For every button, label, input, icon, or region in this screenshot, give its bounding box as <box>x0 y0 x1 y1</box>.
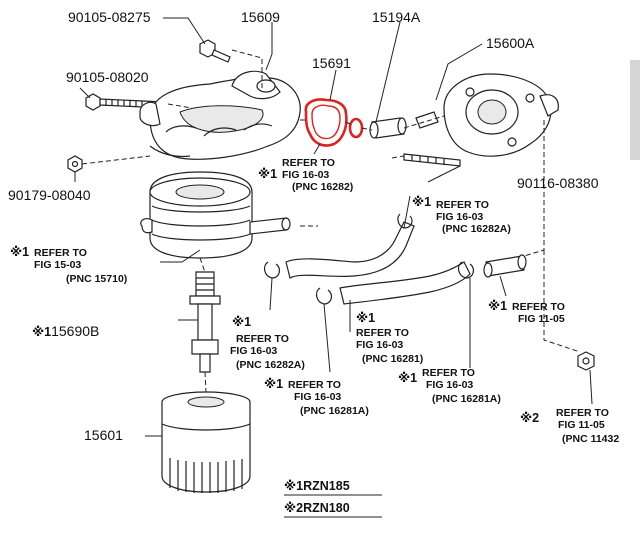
stud-90116-08380[interactable] <box>403 153 461 167</box>
svg-text:FIG 16-03: FIG 16-03 <box>294 391 341 403</box>
svg-text:REFER TO: REFER TO <box>356 327 409 339</box>
nut-90179-08040[interactable] <box>67 155 83 173</box>
cover-15600A[interactable] <box>415 73 559 157</box>
svg-text:FIG 16-03: FIG 16-03 <box>436 211 483 223</box>
hose-lower[interactable] <box>339 261 471 305</box>
union-pipe[interactable] <box>369 117 407 139</box>
svg-text:(PNC 16281A): (PNC 16281A) <box>432 393 501 405</box>
label-90105-08275[interactable]: 90105-08275 <box>68 9 151 25</box>
svg-text:REFER TO: REFER TO <box>556 407 609 419</box>
bolt-90105-08275[interactable] <box>199 39 231 63</box>
svg-text:(PNC 15710): (PNC 15710) <box>66 273 127 285</box>
svg-text:※1: ※1 <box>356 311 375 325</box>
svg-text:REFER TO: REFER TO <box>288 379 341 391</box>
label-15609[interactable]: 15609 <box>241 9 280 25</box>
svg-text:REFER TO: REFER TO <box>34 247 87 259</box>
refer-callout-2[interactable]: ※1 REFER TO FIG 16-03 (PNC 16282A) <box>412 195 511 235</box>
svg-text:FIG 15-03: FIG 15-03 <box>34 259 81 271</box>
svg-text:FIG 11-05: FIG 11-05 <box>558 419 605 431</box>
label-90179-08040[interactable]: 90179-08040 <box>8 187 91 203</box>
refer-callout-6[interactable]: ※1 REFER TO FIG 16-03 (PNC 16281) <box>356 311 423 365</box>
svg-text:FIG 16-03: FIG 16-03 <box>230 345 277 357</box>
oil-cooler[interactable] <box>140 171 291 259</box>
union-fitting[interactable] <box>483 254 527 278</box>
svg-text:※1: ※1 <box>398 371 417 385</box>
bracket-15609[interactable] <box>139 70 301 160</box>
svg-text:(PNC 11432: (PNC 11432 <box>562 433 619 445</box>
svg-text:※1: ※1 <box>412 195 431 209</box>
label-90116-08380[interactable]: 90116-08380 <box>517 175 599 191</box>
label-15601[interactable]: 15601 <box>84 427 123 443</box>
oil-filter-15601[interactable] <box>161 391 251 493</box>
label-15194A[interactable]: 15194A <box>372 9 421 25</box>
hose-upper[interactable] <box>285 221 415 279</box>
svg-text:※1: ※1 <box>264 377 283 391</box>
refer-callout-8[interactable]: ※1 REFER TO FIG 16-03 (PNC 16281A) <box>398 367 501 405</box>
label-15690B[interactable]: ※115690B <box>32 323 99 339</box>
svg-text:FIG 16-03: FIG 16-03 <box>356 339 403 351</box>
svg-text:REFER TO: REFER TO <box>436 199 489 211</box>
refer-callout-1[interactable]: ※1 REFER TO FIG 16-03 (PNC 16282) <box>258 157 353 193</box>
refer-callout-3[interactable]: ※1 REFER TO FIG 15-03 (PNC 15710) <box>10 245 127 285</box>
svg-text:REFER TO: REFER TO <box>282 157 335 169</box>
svg-text:※1: ※1 <box>488 299 507 313</box>
svg-text:※1: ※1 <box>258 167 277 181</box>
label-15691[interactable]: 15691 <box>312 55 351 71</box>
svg-text:FIG 11-05: FIG 11-05 <box>518 313 565 325</box>
label-15600A[interactable]: 15600A <box>486 35 535 51</box>
svg-text:(PNC 16282A): (PNC 16282A) <box>236 359 305 371</box>
svg-text:REFER TO: REFER TO <box>236 333 289 345</box>
model-notes: ※1RZN185 ※2RZN180 <box>284 479 382 518</box>
svg-text:REFER TO: REFER TO <box>512 301 565 313</box>
plug[interactable] <box>577 351 595 371</box>
note-rzn180: ※2RZN180 <box>284 501 350 515</box>
note-rzn185: ※1RZN185 <box>284 479 350 493</box>
label-90105-08020[interactable]: 90105-08020 <box>66 69 149 85</box>
svg-text:(PNC 16281A): (PNC 16281A) <box>300 405 369 417</box>
svg-text:(PNC 16282): (PNC 16282) <box>292 181 353 193</box>
ref-mark: ※1 <box>32 325 51 339</box>
refer-callout-4[interactable]: ※1 REFER TO FIG 11-05 <box>488 299 565 325</box>
scan-edge <box>630 60 640 160</box>
svg-text:REFER TO: REFER TO <box>422 367 475 379</box>
svg-text:※1: ※1 <box>232 315 251 329</box>
refer-callout-9[interactable]: ※2 REFER TO FIG 11-05 (PNC 11432 <box>520 407 619 445</box>
svg-text:FIG 16-03: FIG 16-03 <box>282 169 329 181</box>
svg-text:※1: ※1 <box>10 245 29 259</box>
svg-text:(PNC 16282A): (PNC 16282A) <box>442 223 511 235</box>
svg-text:FIG 16-03: FIG 16-03 <box>426 379 473 391</box>
gasket-15691[interactable] <box>304 98 348 147</box>
svg-text:(PNC 16281): (PNC 16281) <box>362 353 423 365</box>
relief-valve-15690B[interactable] <box>189 271 221 373</box>
o-ring-15194A[interactable] <box>348 117 364 139</box>
svg-text:※2: ※2 <box>520 411 539 425</box>
refer-callout-5[interactable]: ※1 REFER TO FIG 16-03 (PNC 16282A) <box>230 315 305 371</box>
leader-lines <box>74 17 593 437</box>
refer-callout-7[interactable]: ※1 REFER TO FIG 16-03 (PNC 16281A) <box>264 377 369 417</box>
